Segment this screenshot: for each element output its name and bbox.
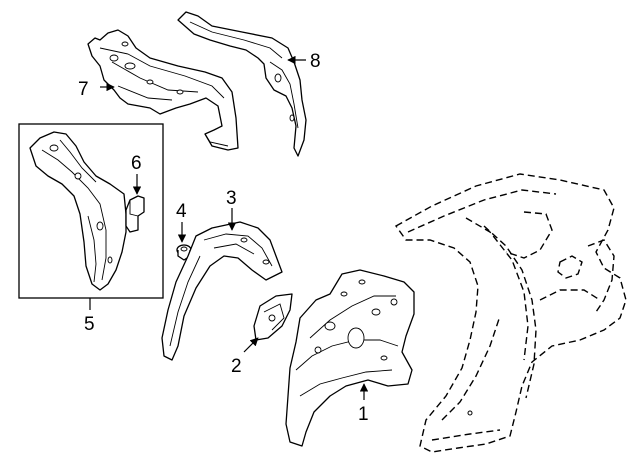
quarter-panel-outline-icon — [394, 173, 627, 453]
callout-7: 7 — [78, 79, 89, 100]
callout-2: 2 — [231, 356, 242, 377]
inset-box — [18, 123, 164, 299]
bracket-plate-icon[interactable] — [253, 293, 293, 341]
callout-1: 1 — [358, 404, 369, 425]
callout-6: 6 — [131, 153, 142, 174]
reinforcement-bracket-icon[interactable] — [125, 195, 145, 233]
callout-3: 3 — [226, 188, 237, 209]
leader-2 — [243, 337, 259, 353]
leader-lines — [89, 55, 369, 400]
rail-reinforcement-icon[interactable] — [177, 11, 307, 157]
callout-4: 4 — [176, 201, 187, 222]
pillar-assembly-icon[interactable] — [29, 131, 127, 291]
callout-8: 8 — [310, 51, 321, 72]
wheelhouse-extension-icon[interactable] — [161, 221, 283, 361]
callout-5: 5 — [84, 314, 95, 335]
roof-rail-inner-icon[interactable] — [87, 29, 239, 151]
inner-wheelhouse-panel-icon[interactable] — [285, 269, 415, 447]
